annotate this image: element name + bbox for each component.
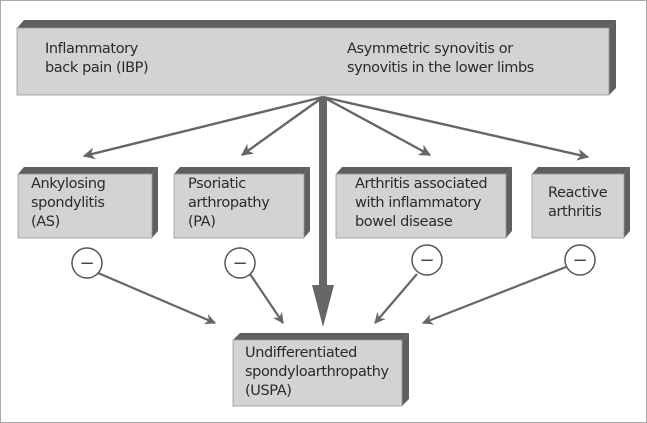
top-box	[16, 20, 616, 96]
arrow-top-to-ra	[322, 95, 590, 161]
box-reactive-arthritis	[531, 167, 630, 239]
box-ankylosing-spondylitis	[17, 167, 158, 239]
pa-label: Psoriatic arthropathy (PA)	[188, 176, 270, 230]
minus-symbol: −	[419, 250, 434, 271]
minus-symbol: −	[232, 253, 247, 274]
minus-symbol: −	[79, 253, 94, 274]
box-psoriatic-arthropathy	[173, 167, 310, 239]
arrow-top-to-pa	[241, 96, 324, 156]
arrow-top-to-as	[82, 95, 324, 160]
top-box-right-label: Asymmetric synovitis or synovitis in the…	[347, 41, 534, 76]
exclusion-icon-pa	[224, 247, 256, 279]
ibd-label: Arthritis associated with inflammatory b…	[355, 176, 488, 230]
box-undifferentiated-spondyloarthropathy	[232, 333, 409, 407]
arrow-as-to-uspa	[97, 271, 217, 325]
arrow-ibd-to-uspa	[374, 273, 418, 324]
arrow-ra-to-uspa	[421, 265, 567, 325]
minus-symbol: −	[572, 250, 587, 271]
as-label: Ankylosing spondylitis (AS)	[31, 176, 106, 230]
arrow-top-to-uspa	[312, 97, 334, 327]
arrow-top-to-ibd	[322, 95, 432, 157]
box-ibd-arthritis	[335, 167, 512, 239]
exclusion-icon-ibd	[411, 244, 443, 276]
exclusion-icon-as	[71, 247, 103, 279]
arrow-pa-to-uspa	[249, 273, 284, 324]
top-box-left-label: Inflammatory back pain (IBP)	[45, 41, 149, 76]
ra-label: Reactive arthritis	[548, 185, 608, 220]
exclusion-icon-ra	[564, 244, 596, 276]
uspa-label: Undifferentiated spondyloarthropathy (US…	[245, 345, 389, 399]
